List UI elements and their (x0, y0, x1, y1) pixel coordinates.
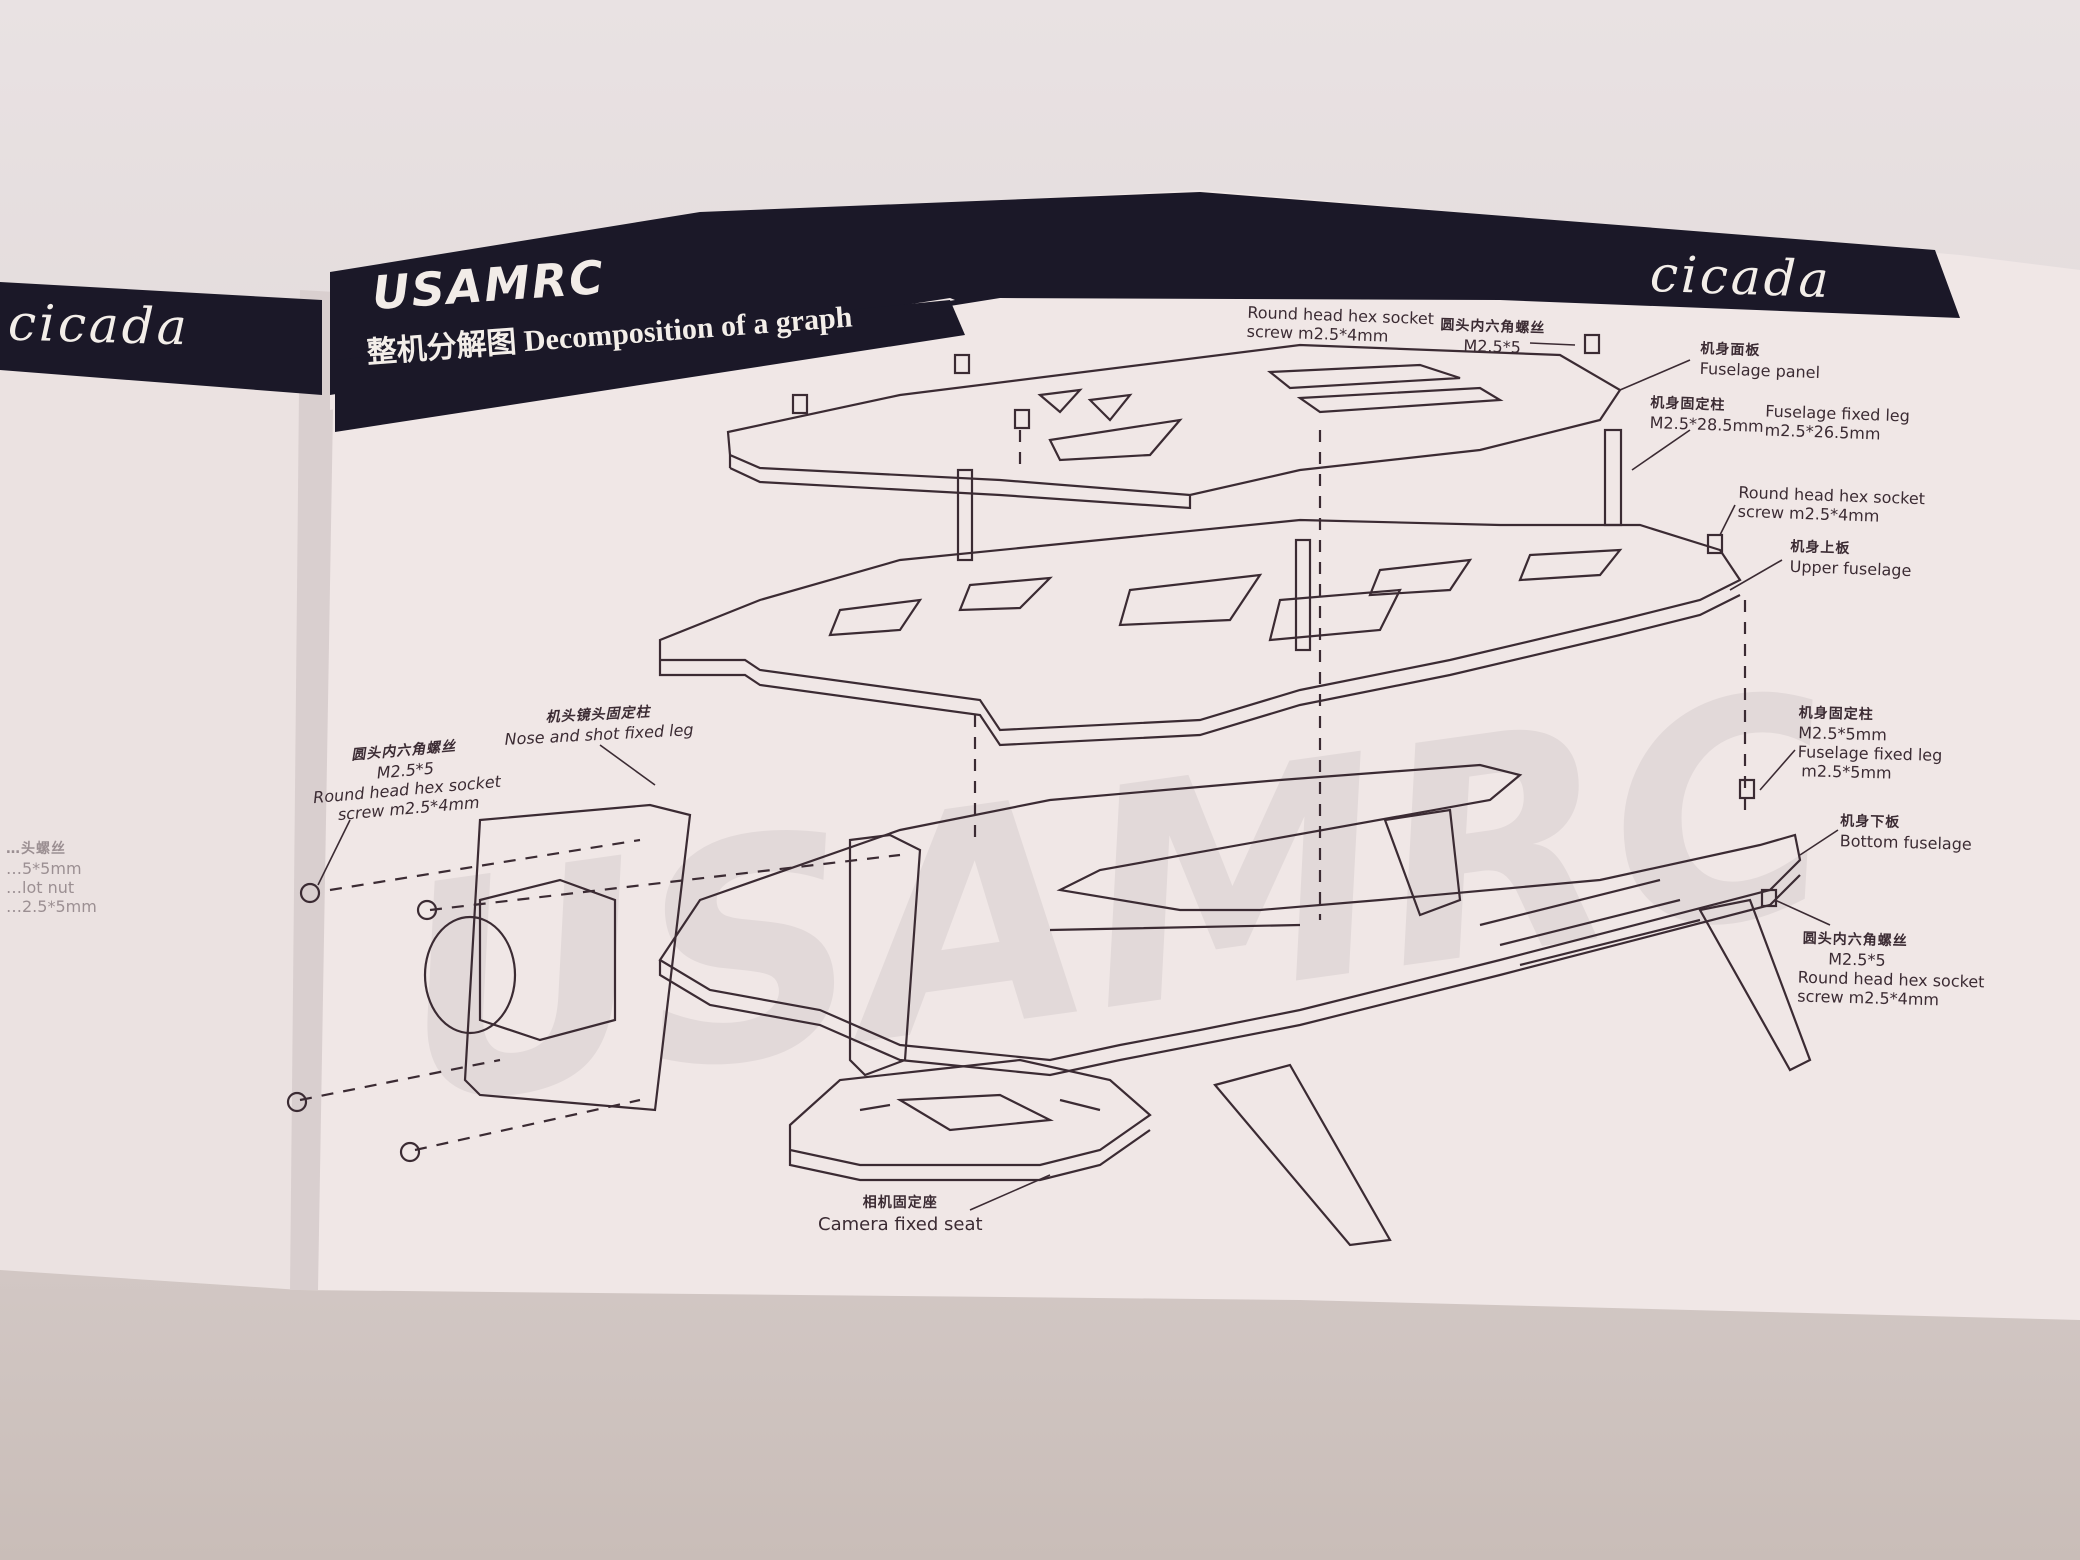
bottom-fuselage-slots (1049, 878, 1701, 967)
right-banner (330, 192, 1960, 405)
exploded-diagram (286, 333, 1839, 1247)
camera-body (478, 878, 617, 1042)
label-cn: …头螺丝 (6, 841, 66, 857)
landing-leg (1383, 808, 1462, 917)
panel-cutouts (1037, 363, 1504, 462)
fuselage-panel-drawing (726, 343, 1622, 510)
label-top-screw: Round head hex socket screw m2.5*4mm (1246, 303, 1434, 347)
book-gutter (290, 290, 335, 1290)
left-page-label: …头螺丝 …5*5mm …lot nut …2.5*5mm (6, 840, 97, 916)
label-camera-seat: 相机固定座 Camera fixed seat (818, 1192, 983, 1236)
label-bottom-screw: 圆头内六角螺丝 M2.5*5 Round head hex socket scr… (1797, 930, 1986, 1011)
upper-fuselage-drawing (658, 518, 1742, 747)
right-banner-title: cicada (1649, 244, 1833, 310)
leader-lines (317, 342, 1839, 1211)
label-spec: M2.5*28.5mm (1649, 413, 1765, 436)
standoff-long (956, 468, 974, 562)
label-top-screw-cn: 圆头内六角螺丝 M2.5*5 (1439, 316, 1545, 358)
landing-leg (1213, 1063, 1392, 1247)
standoff-long (1294, 538, 1312, 652)
camera-seat-cutouts (859, 1093, 1101, 1132)
label-fuselage-leg-long-cn: 机身固定柱 M2.5*28.5mm (1649, 394, 1764, 436)
assembly-guides (299, 430, 1747, 1152)
label-spec: …5*5mm (6, 859, 82, 878)
label-fuselage-leg-short: 机身固定柱 M2.5*5mm Fuselage fixed leg m2.5*5… (1797, 704, 1944, 784)
label-fuselage-leg-long: Fuselage fixed leg m2.5*26.5mm (1764, 401, 1910, 444)
label-upper-fuselage: 机身上板 Upper fuselage (1789, 538, 1912, 580)
label-en: m2.5*5mm (1801, 761, 1892, 783)
screws (286, 333, 1778, 1163)
left-banner (0, 282, 322, 395)
label-en: Bottom fuselage (1839, 831, 1972, 854)
camera-fixed-seat-drawing (788, 1058, 1152, 1182)
right-page (300, 190, 2080, 1320)
label-spec: M2.5*5 (1463, 335, 1522, 357)
label-en: …lot nut (6, 878, 75, 897)
camera-lens (423, 915, 517, 1035)
label-bottom-fuselage: 机身下板 Bottom fuselage (1840, 812, 1973, 853)
left-page (0, 285, 320, 1290)
landing-leg (1698, 898, 1812, 1072)
bottom-fuselage-edge (658, 874, 1801, 1077)
subtitle-band (335, 300, 965, 432)
left-banner-title: cicada (7, 293, 191, 357)
bottom-fuselage-drawing (658, 763, 1802, 1062)
label-en: Camera fixed seat (818, 1214, 983, 1235)
camera-board (463, 803, 692, 1112)
upper-fuselage-cutouts (828, 548, 1623, 642)
nose-bracket (848, 833, 922, 1077)
label-size: …2.5*5mm (6, 897, 97, 916)
label-fuselage-panel: 机身面板 Fuselage panel (1699, 340, 1821, 382)
label-upper-screw: Round head hex socket screw m2.5*4mm (1737, 483, 1925, 527)
label-cn: 相机固定座 (862, 1195, 938, 1211)
label-cn: 圆头内六角螺丝 (1440, 317, 1546, 337)
